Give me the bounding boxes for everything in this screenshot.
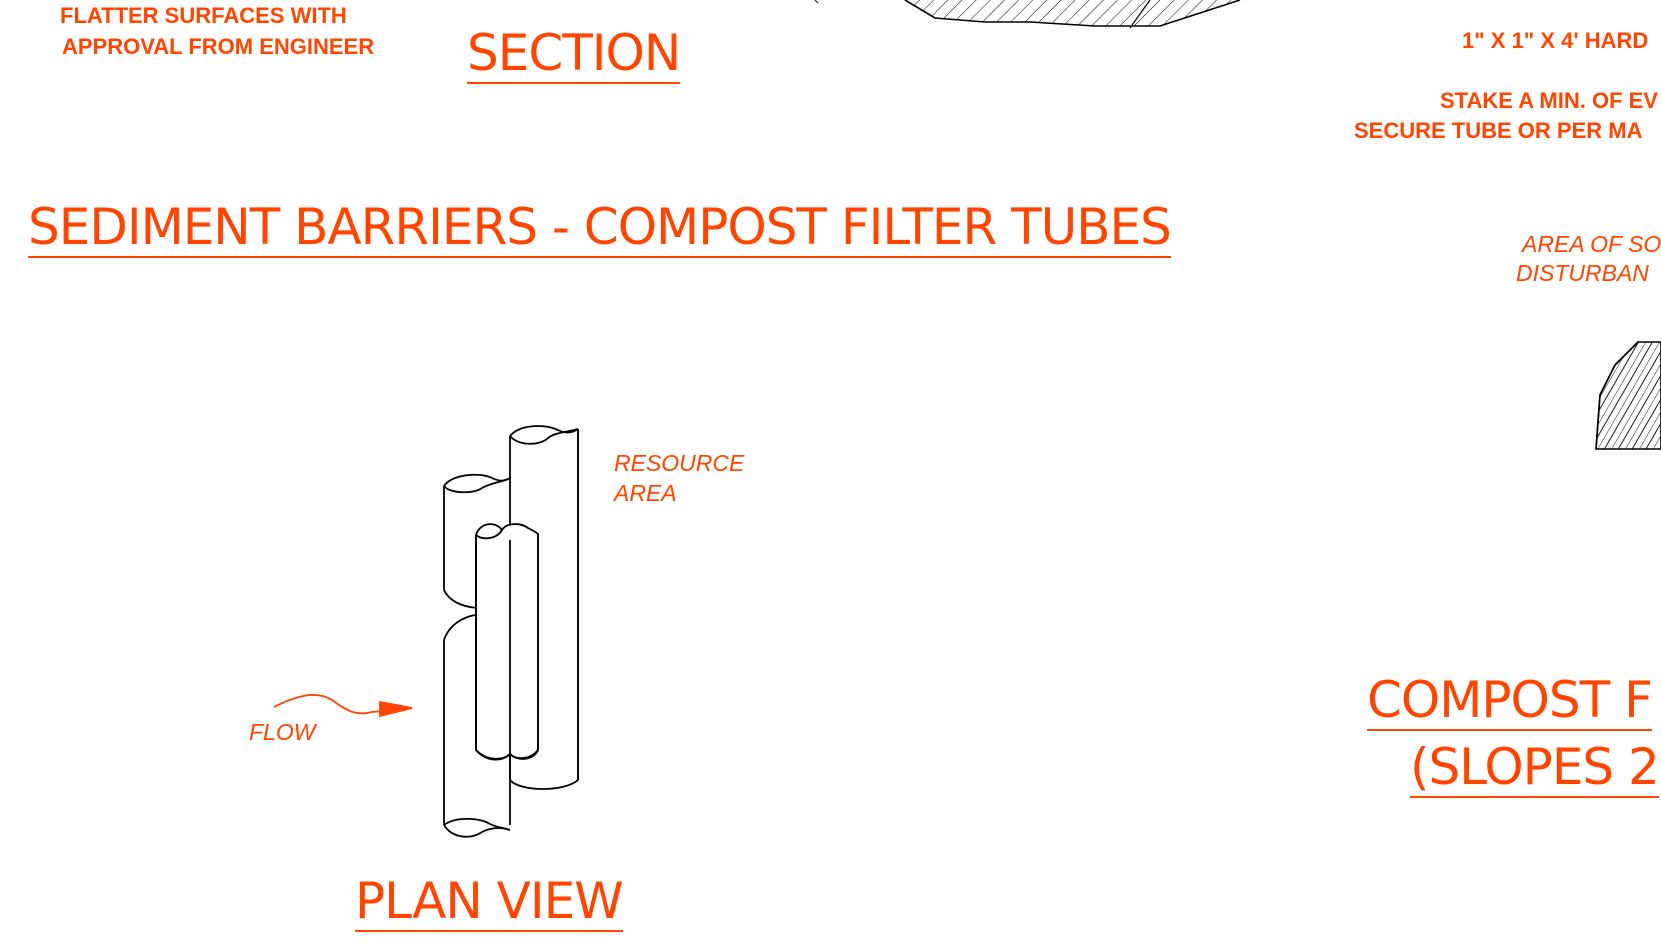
- label-flow: FLOW: [249, 719, 316, 745]
- soil-disturbance-fragment: [1595, 341, 1661, 450]
- label-resource-line1: RESOURCE: [614, 450, 745, 476]
- plan-view-tubes: [443, 425, 579, 838]
- compost-title-line2: (SLOPES 2: [1410, 738, 1660, 798]
- label-resource-line2: AREA: [614, 480, 677, 506]
- section-ground-fragment: [814, 0, 1241, 29]
- section-title: SECTION: [467, 24, 681, 84]
- note-hardwood-stake: 1" X 1" X 4' HARD: [1462, 28, 1649, 53]
- note-soil-line1: AREA OF SO: [1522, 231, 1661, 257]
- tube-middle-overlap: [475, 523, 539, 760]
- note-soil-line2: DISTURBAN: [1516, 260, 1649, 286]
- main-title: SEDIMENT BARRIERS - COMPOST FILTER TUBES: [28, 198, 1172, 258]
- note-flatter-surfaces-line1: FLATTER SURFACES WITH: [60, 3, 347, 28]
- flow-arrow: [273, 694, 413, 718]
- note-stake-line1: STAKE A MIN. OF EV: [1440, 88, 1658, 113]
- tube-middle-lines: [475, 529, 539, 761]
- plan-view-title: PLAN VIEW: [355, 872, 624, 932]
- compost-title-line1: COMPOST F: [1367, 671, 1653, 731]
- note-flatter-surfaces-line2: APPROVAL FROM ENGINEER: [62, 34, 375, 59]
- note-stake-line2: SECURE TUBE OR PER MA: [1354, 118, 1643, 143]
